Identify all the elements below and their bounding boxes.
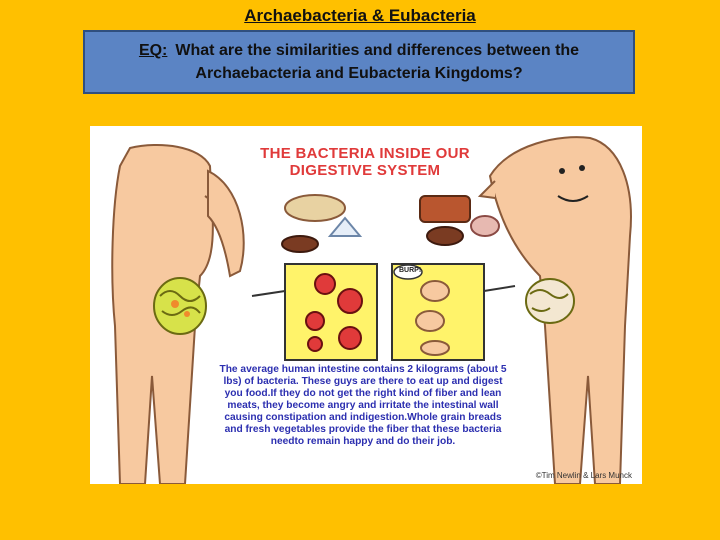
cartoon-credit: ©Tim Newlin & Lars Munck — [535, 471, 632, 480]
healthy-food-group — [419, 195, 500, 246]
cartoon-illustration — [111, 136, 632, 484]
eq-label: EQ: — [138, 42, 168, 59]
cartoon-heading: THE BACTERIA INSIDE OUR DIGESTIVE SYSTEM — [260, 145, 470, 179]
unhealthy-food-group — [281, 194, 363, 253]
cartoon-caption: The average human intestine contains 2 k… — [219, 364, 507, 447]
left-intestine — [153, 277, 207, 335]
right-intestine — [525, 278, 575, 324]
eq-question: What are the similarities and difference… — [175, 42, 580, 82]
happy-bacteria-panel — [391, 263, 516, 361]
slide-title: Archaebacteria & Eubacteria — [244, 6, 476, 25]
burp-speech-bubble: BURP! — [399, 267, 422, 274]
essential-question-box: EQ: What are the similarities and differe… — [83, 30, 635, 94]
angry-bacteria-panel — [251, 263, 378, 361]
bacteria-cartoon: THE BACTERIA INSIDE OUR DIGESTIVE SYSTEM… — [90, 126, 642, 484]
